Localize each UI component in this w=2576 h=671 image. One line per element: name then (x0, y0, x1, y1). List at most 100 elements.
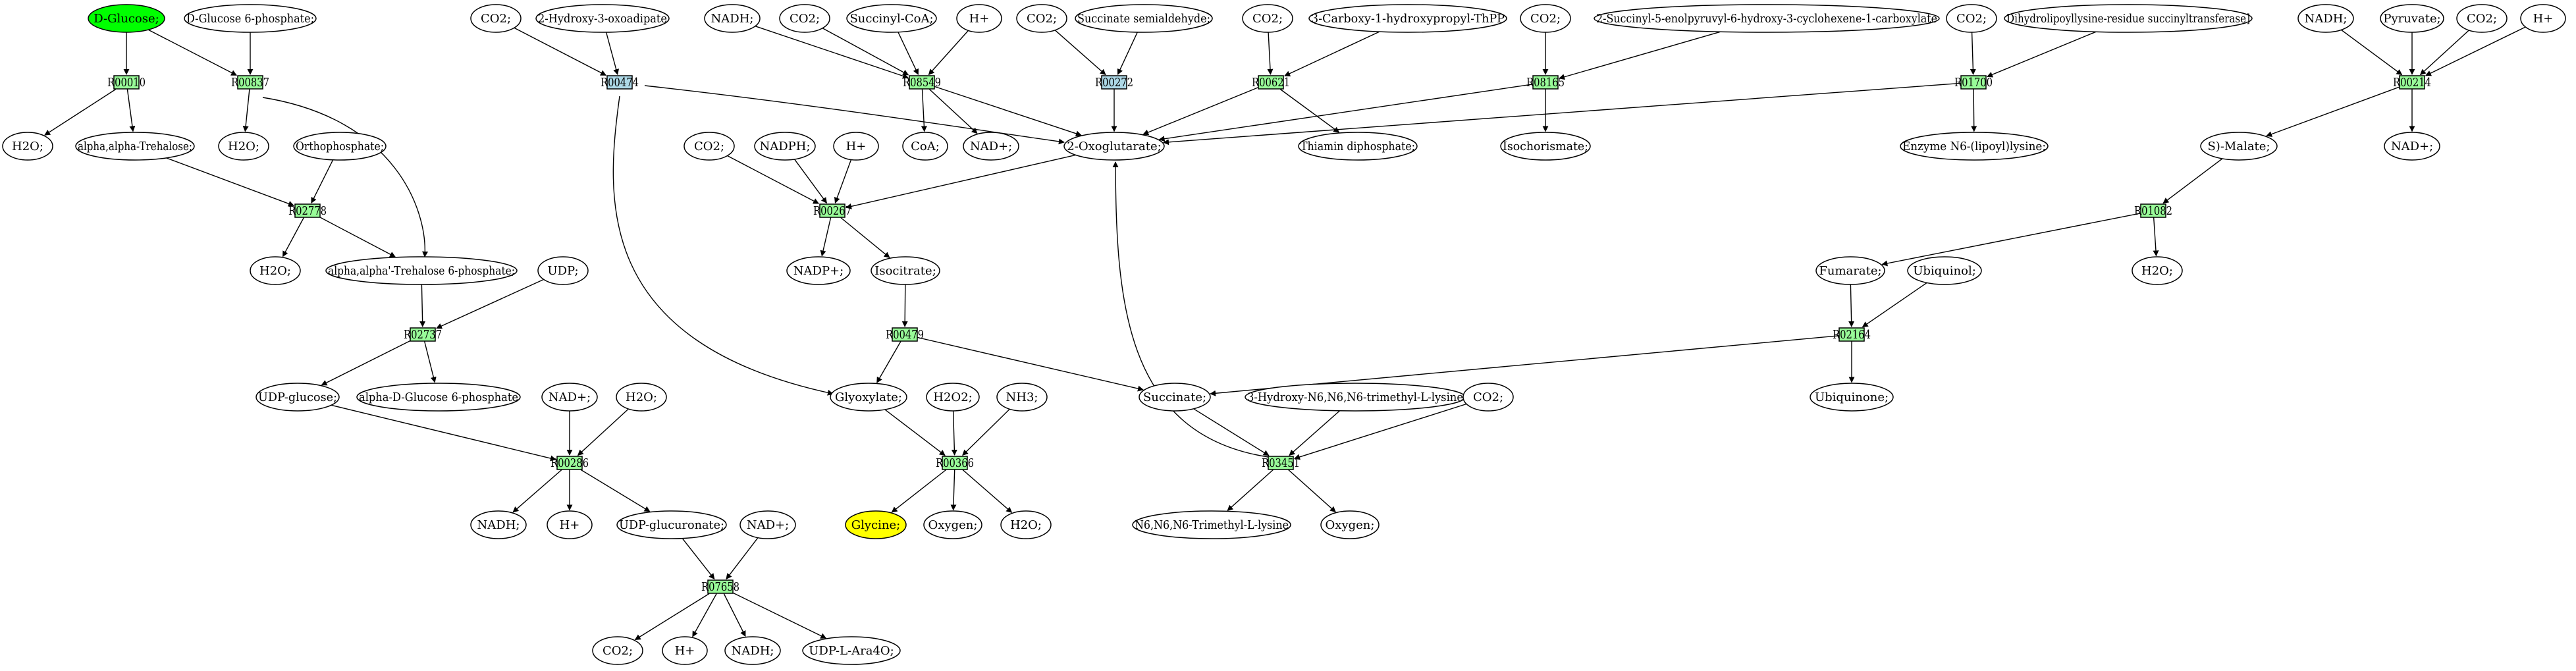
compound-node-co2[interactable]: CO2; (1520, 4, 1571, 33)
compound-node-h2o[interactable]: H2O; (616, 383, 667, 412)
compound-node-ubiquinone[interactable]: Ubiquinone; (1810, 383, 1894, 412)
reaction-node-r01700[interactable]: R01700 (1954, 75, 1993, 90)
compound-node-nh3[interactable]: NH3; (996, 383, 1048, 412)
edge-r00010-to-h2o (44, 88, 117, 136)
compound-node-oxygen[interactable]: Oxygen; (1320, 510, 1380, 539)
compound-node-alpha-alpha-trehalose[interactable]: alpha,alpha-Trehalose; (75, 132, 195, 161)
compound-node-3-hydroxy-n6-n6-n6-trimethyl-l-lysine[interactable]: 3-Hydroxy-N6,N6,N6-trimethyl-L-lysine (1245, 383, 1466, 412)
compound-node-co2[interactable]: CO2; (1016, 4, 1067, 33)
compound-node-nad[interactable]: NAD+; (2384, 132, 2440, 161)
compound-node-succinate[interactable]: Succinate; (1139, 383, 1211, 412)
reaction-node-r00286[interactable]: R00286 (550, 456, 589, 470)
compound-node-isocitrate[interactable]: Isocitrate; (871, 256, 940, 285)
compound-node-succinate-semialdehyde[interactable]: Succinate semialdehyde; (1075, 4, 1213, 33)
compound-node-2-succinyl-5-enolpyruvyl-6-hydroxy-3-cyclohexene-1-carboxylate[interactable]: 2-Succinyl-5-enolpyruvyl-6-hydroxy-3-cyc… (1594, 4, 1940, 33)
compound-node-enzyme-n6-lipoyl-lysine[interactable]: Enzyme N6-(lipoyl)lysine; (1900, 132, 2049, 161)
compound-node-co2[interactable]: CO2; (1462, 383, 1514, 412)
compound-node-h2o[interactable]: H2O; (1000, 510, 1052, 539)
reaction-node-r00214[interactable]: R00214 (2393, 75, 2431, 90)
compound-ellipse (1016, 4, 1067, 33)
compound-node-dihydrolipoyllysine-residue-succinyltransferase[interactable]: Dihydrolipoyllysine-residue succinyltran… (2004, 4, 2253, 33)
compound-ellipse (1500, 132, 1591, 161)
compound-node-succinyl-coa[interactable]: Succinyl-CoA; (846, 4, 937, 33)
reaction-node-r00479[interactable]: R00479 (886, 327, 924, 342)
compound-node-glycine[interactable]: Glycine; (845, 510, 907, 539)
compound-node-co2[interactable]: CO2; (2456, 4, 2508, 33)
compound-node-udp-glucose[interactable]: UDP-glucose; (255, 383, 340, 412)
compound-node-fumarate[interactable]: Fumarate; (1815, 256, 1885, 285)
compound-node-thiamin-diphosphate[interactable]: Thiamin diphosphate; (1298, 132, 1418, 161)
reaction-node-r08165[interactable]: R08165 (1526, 75, 1565, 90)
compound-ellipse (996, 383, 1048, 412)
compound-node-alpha-alpha-trehalose-6-phosphate[interactable]: alpha,alpha'-Trehalose 6-phosphate; (325, 256, 518, 285)
reaction-node-r07658[interactable]: R07658 (701, 579, 739, 594)
compound-ellipse (616, 383, 667, 412)
compound-node-nadh[interactable]: NADH; (704, 4, 761, 33)
compound-node-h2o[interactable]: H2O; (2132, 256, 2183, 285)
compound-node-nad[interactable]: NAD+; (739, 510, 796, 539)
compound-node-co2[interactable]: CO2; (592, 636, 643, 665)
edge-r00286-to-udp-glucuronate (580, 469, 651, 512)
compound-node-udp[interactable]: UDP; (537, 256, 589, 285)
compound-ellipse (1132, 510, 1291, 539)
reaction-node-r01082[interactable]: R01082 (2134, 203, 2172, 218)
compound-node-co2[interactable]: CO2; (470, 4, 522, 33)
compound-node-d-glucose[interactable]: D-Glucose; (88, 4, 165, 33)
compound-node-h[interactable]: H+ (662, 636, 708, 665)
reaction-node-r00621[interactable]: R00621 (1252, 75, 1290, 90)
reaction-node-r00837[interactable]: R00837 (231, 75, 269, 90)
compound-node-nad[interactable]: NAD+; (963, 132, 1019, 161)
compound-node-isochorismate[interactable]: Isochorismate; (1500, 132, 1591, 161)
compound-node-2-hydroxy-3-oxoadipate[interactable]: 2-Hydroxy-3-oxoadipate (535, 4, 670, 33)
compound-node-h2o2[interactable]: H2O2; (926, 383, 980, 412)
reaction-node-r00010[interactable]: R00010 (107, 75, 146, 90)
compound-node-glyoxylate[interactable]: Glyoxylate; (830, 383, 907, 412)
compound-node-co2[interactable]: CO2; (1946, 4, 1997, 33)
compound-node-h[interactable]: H+ (956, 4, 1002, 33)
compound-node-co2[interactable]: CO2; (684, 132, 735, 161)
reaction-node-r02164[interactable]: R02164 (1833, 327, 1871, 342)
reaction-node-r00366[interactable]: R00366 (936, 456, 974, 470)
compound-node-orthophosphate[interactable]: Orthophosphate; (293, 132, 387, 161)
compound-ellipse (2380, 4, 2444, 33)
compound-node-coa[interactable]: CoA; (902, 132, 948, 161)
compound-node-nadp[interactable]: NADP+; (786, 256, 851, 285)
reaction-node-r00474[interactable]: R00474 (601, 75, 639, 90)
compound-node-nad[interactable]: NAD+; (541, 383, 598, 412)
compound-node-nadh[interactable]: NADH; (2297, 4, 2354, 33)
reaction-node-r00267[interactable]: R00267 (813, 203, 851, 218)
compound-node-pyruvate[interactable]: Pyruvate; (2380, 4, 2444, 33)
reaction-node-r00272[interactable]: R00272 (1095, 75, 1133, 90)
compound-node-h2o[interactable]: H2O; (2, 132, 53, 161)
compound-node-h[interactable]: H+ (2520, 4, 2566, 33)
compound-node-h[interactable]: H+ (547, 510, 593, 539)
compound-node-3-carboxy-1-hydroxypropyl-thpp[interactable]: 3-Carboxy-1-hydroxypropyl-ThPP (1308, 4, 1507, 33)
compound-node-udp-l-ara4o[interactable]: UDP-L-Ara4O; (802, 636, 901, 665)
edge-s-malate-to-r01082 (2162, 158, 2223, 204)
compound-node-d-glucose-6-phosphate[interactable]: D-Glucose 6-phosphate; (184, 4, 317, 33)
reaction-node-r03451[interactable]: R03451 (1262, 456, 1300, 470)
edge-r00474-to-glyoxylate (612, 95, 834, 396)
compound-label: CO2; (2467, 12, 2497, 26)
compound-node-ubiquinol[interactable]: Ubiquinol; (1907, 256, 1982, 285)
compound-node-alpha-d-glucose-6-phosphate[interactable]: alpha-D-Glucose 6-phosphate (356, 383, 521, 412)
compound-node-oxygen[interactable]: Oxygen; (923, 510, 982, 539)
compound-node-h2o[interactable]: H2O; (218, 132, 269, 161)
compound-node-nadh[interactable]: NADH; (724, 636, 781, 665)
compound-node-s-malate[interactable]: S)-Malate; (2200, 132, 2278, 161)
compound-node-co2[interactable]: CO2; (1242, 4, 1293, 33)
compound-node-udp-glucuronate[interactable]: UDP-glucuronate; (616, 510, 727, 539)
compound-node-n6-n6-n6-trimethyl-l-lysine[interactable]: N6,N6,N6-Trimethyl-L-lysine (1132, 510, 1291, 539)
compound-node-h[interactable]: H+ (833, 132, 879, 161)
reaction-node-r02778[interactable]: R02778 (288, 203, 327, 218)
compound-node-nadh[interactable]: NADH; (470, 510, 527, 539)
compound-node-co2[interactable]: CO2; (779, 4, 830, 33)
reaction-node-r08549[interactable]: R08549 (903, 75, 941, 90)
compound-node-nadph[interactable]: NADPH; (754, 132, 816, 161)
compound-node-2-oxoglutarate[interactable]: 2-Oxoglutarate; (1063, 132, 1165, 161)
compound-node-h2o[interactable]: H2O; (250, 256, 301, 285)
compound-ellipse (2132, 256, 2183, 285)
reaction-node-r02737[interactable]: R02737 (404, 327, 442, 342)
compound-ellipse (255, 383, 340, 412)
compound-label: Succinyl-CoA; (849, 12, 933, 26)
